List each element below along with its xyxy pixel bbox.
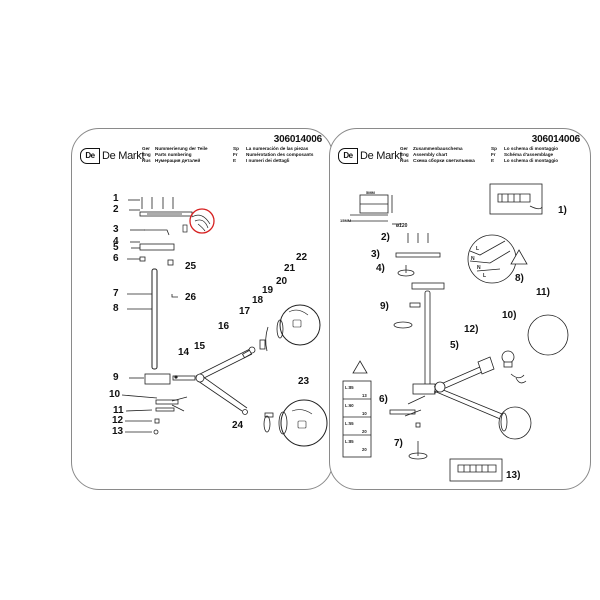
brand-name: De Markt <box>102 150 145 162</box>
lang-text: Lo schema di montaggio <box>504 146 559 151</box>
product-code: 306014006 <box>531 134 580 145</box>
cable-len-1: L:85 <box>345 385 354 390</box>
part-number-15: 15 <box>194 341 206 352</box>
part-number-11: 11 <box>113 405 124 416</box>
lang-code: Rus <box>400 158 409 163</box>
cable-len-2: L:60 <box>345 403 354 408</box>
step-number-1: 1) <box>558 205 567 216</box>
lang-text: Nummerierung der Teile <box>155 146 208 151</box>
part-number-10: 10 <box>109 389 121 400</box>
assembly-diagram: 5MM 15MM ø120 L N N L L:85 13 L:60 10 L:… <box>340 183 569 482</box>
lang-text: I numeri dei dettagli <box>246 158 290 163</box>
lang-text: Нумерация деталей <box>155 158 201 163</box>
step-number-13: 13) <box>506 470 521 481</box>
cable-len-4: L:85 <box>345 439 354 444</box>
part-number-12: 12 <box>112 415 124 426</box>
lang-text: Schéma d'assemblage <box>504 152 554 157</box>
lang-code: Eng <box>400 152 409 157</box>
assembly-chart-page: De De Markt 306014006 Ger Zusammenbausch… <box>329 128 591 490</box>
lang-text: Numérotation des composants <box>246 152 314 157</box>
lang-code: Eng <box>142 152 151 157</box>
cable-qty-1: 13 <box>362 393 367 398</box>
part-number-9: 9 <box>113 372 119 383</box>
part-number-20: 20 <box>276 276 288 287</box>
step-number-10: 10) <box>502 310 517 321</box>
lang-code: Rus <box>142 158 151 163</box>
step-number-2: 2) <box>381 232 390 243</box>
part-number-13: 13 <box>112 426 124 437</box>
language-header: Ger Zusammenbauschema Sp Lo schema di mo… <box>400 146 596 164</box>
dim-120: ø120 <box>396 223 408 229</box>
cable-qty-3: 20 <box>362 429 367 434</box>
lang-code: Fr <box>491 152 496 157</box>
brand-logo-mark: De <box>338 148 358 164</box>
part-number-3: 3 <box>113 224 119 235</box>
lang-code: Fr <box>233 152 238 157</box>
cable-qty-4: 20 <box>362 447 367 452</box>
part-number-24: 24 <box>232 420 244 431</box>
lang-code: It <box>491 158 494 163</box>
step-number-5: 5) <box>450 340 459 351</box>
part-number-8: 8 <box>113 303 119 314</box>
brand-name: De Markt <box>360 150 403 162</box>
part-number-14: 14 <box>178 347 190 358</box>
part-number-17: 17 <box>239 306 251 317</box>
parts-diagram <box>121 197 328 447</box>
lang-code: It <box>233 158 236 163</box>
lang-text: Lo schema di montaggio <box>504 158 559 163</box>
part-number-2: 2 <box>113 204 119 215</box>
cable-qty-2: 10 <box>362 411 367 416</box>
part-number-26: 26 <box>185 292 197 303</box>
wire-label-l: L <box>476 246 479 252</box>
step-number-3: 3) <box>371 249 380 260</box>
part-number-18: 18 <box>252 295 264 306</box>
part-number-7: 7 <box>113 288 119 299</box>
step-number-9: 9) <box>380 301 389 312</box>
brand-logo: De De Markt <box>338 148 403 164</box>
lang-text: Assembly chart <box>413 152 448 157</box>
brand-logo: De De Markt <box>80 148 145 164</box>
part-number-23: 23 <box>298 376 310 387</box>
brand-logo-mark: De <box>80 148 100 164</box>
lang-code: Sp <box>233 146 239 151</box>
part-number-4: 4 <box>113 236 119 247</box>
part-number-22: 22 <box>296 252 308 263</box>
part-number-21: 21 <box>284 263 296 274</box>
lang-code: Ger <box>400 146 408 151</box>
part-number-25: 25 <box>185 261 197 272</box>
part-number-6: 6 <box>113 253 119 264</box>
lang-text: Parts numbering <box>155 152 192 157</box>
language-header: Ger Nummerierung der Teile Sp La numerac… <box>142 146 336 164</box>
part-number-1: 1 <box>113 193 119 204</box>
lang-code: Sp <box>491 146 497 151</box>
lang-text: La numeración de las piezas <box>246 146 309 151</box>
step-number-4: 4) <box>376 263 385 274</box>
step-number-11: 11) <box>536 287 550 298</box>
step-number-12: 12) <box>464 324 479 335</box>
parts-numbering-page: De De Markt 306014006 Ger Nummerierung d… <box>71 128 333 490</box>
wire-label-n2: N <box>477 265 481 271</box>
product-code: 306014006 <box>273 134 322 145</box>
part-number-16: 16 <box>218 321 230 332</box>
step-number-8: 8) <box>515 273 524 284</box>
part-number-5: 5 <box>113 242 119 253</box>
lang-text: Схема сборки светильника <box>413 158 475 163</box>
wire-label-l2: L <box>483 273 486 279</box>
step-number-6: 6) <box>379 394 388 405</box>
cable-len-3: L:55 <box>345 421 354 426</box>
step-number-7: 7) <box>394 438 403 449</box>
lang-text: Zusammenbauschema <box>413 146 463 151</box>
dim-15mm: 15MM <box>340 218 352 223</box>
part-number-19: 19 <box>262 285 274 296</box>
wire-label-n: N <box>471 256 475 262</box>
dim-5mm: 5MM <box>366 190 376 195</box>
lang-code: Ger <box>142 146 150 151</box>
